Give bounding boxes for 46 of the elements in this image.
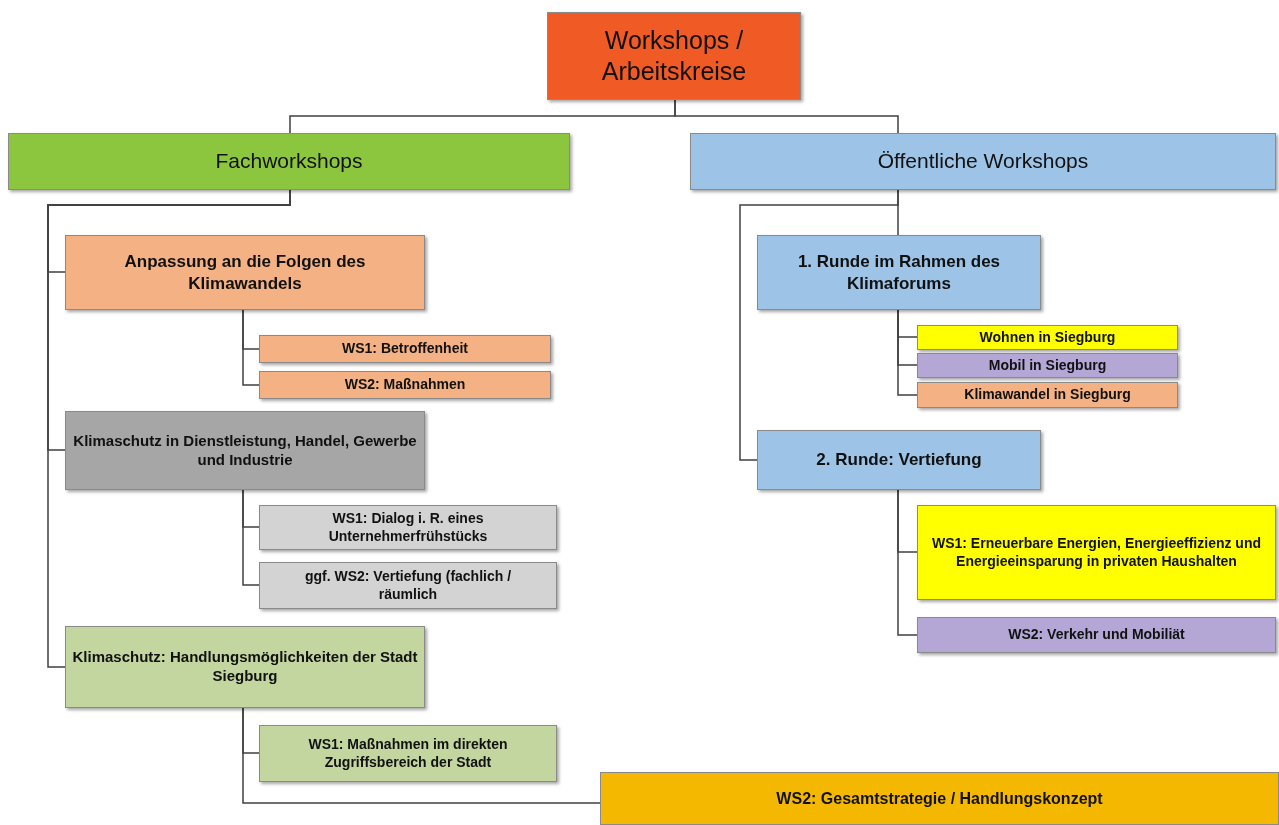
connector-line <box>242 489 260 586</box>
workshop-box <box>259 371 551 399</box>
box-label: Workshops / Arbeitskreise <box>600 24 748 87</box>
root-box <box>547 12 801 100</box>
connector-line <box>739 189 899 461</box>
category-box <box>690 133 1276 190</box>
box-label: 2. Runde: Vertiefung <box>816 449 982 471</box>
box-label: Mobil in Siegburg <box>988 356 1107 375</box>
box-label: ggf. WS2: Vertiefung (fachlich / räumlich <box>303 568 513 603</box>
box-label: Anpassung an die Folgen des Klimawandels <box>123 251 367 294</box>
strategy-box <box>600 772 1279 825</box>
box-label: Wohnen in Siegburg <box>979 328 1116 347</box>
workshop-box <box>917 353 1178 378</box>
connector-line <box>47 189 291 668</box>
box-label: Öffentliche Workshops <box>877 148 1089 175</box>
topic-box <box>65 411 425 490</box>
box-label: WS1: Maßnahmen im direkten Zugriffsbereich der Stadt <box>307 736 509 771</box>
box-label: Klimaschutz in Dienstleistung, Handel, Gewerbe und Industrie <box>72 431 418 470</box>
box-label: WS2: Verkehr und Mobiliät <box>1008 626 1185 644</box>
workshop-box <box>259 725 557 782</box>
workshop-box <box>917 505 1276 600</box>
box-label: 1. Runde im Rahmen des Klimaforums <box>796 251 1002 294</box>
box-label: WS1: Betroffenheit <box>342 340 468 358</box>
connector-line <box>242 707 601 804</box>
connector-line <box>674 99 899 134</box>
connector-line <box>242 309 260 386</box>
box-label: Klimawandel in Siegburg <box>964 386 1131 404</box>
box-label: WS2: Gesamtstrategie / Handlungskonzept <box>776 788 1103 809</box>
category-box <box>8 133 570 190</box>
box-label: WS1: Erneuerbare Energien, Energieeffizienz und Energieeinsparung in privaten Haushalten <box>930 535 1263 570</box>
topic-box <box>65 626 425 708</box>
box-label: WS1: Dialog i. R. eines Unternehmerfrühstücks <box>327 510 489 545</box>
connector-line <box>897 489 918 636</box>
workshop-box <box>917 617 1276 653</box>
box-label: Klimaschutz: Handlungsmöglichkeiten der Stadt Siegburg <box>71 648 419 686</box>
workshop-box <box>917 382 1178 408</box>
round-box <box>757 235 1041 310</box>
workshop-box <box>259 335 551 363</box>
workshop-box <box>917 325 1178 350</box>
topic-box <box>65 235 425 310</box>
round-box <box>757 430 1041 490</box>
box-label: Fachworkshops <box>215 148 363 175</box>
workshop-box <box>259 505 557 550</box>
box-label: WS2: Maßnahmen <box>344 376 466 394</box>
workshop-box <box>259 562 557 609</box>
connector-line <box>897 309 918 396</box>
